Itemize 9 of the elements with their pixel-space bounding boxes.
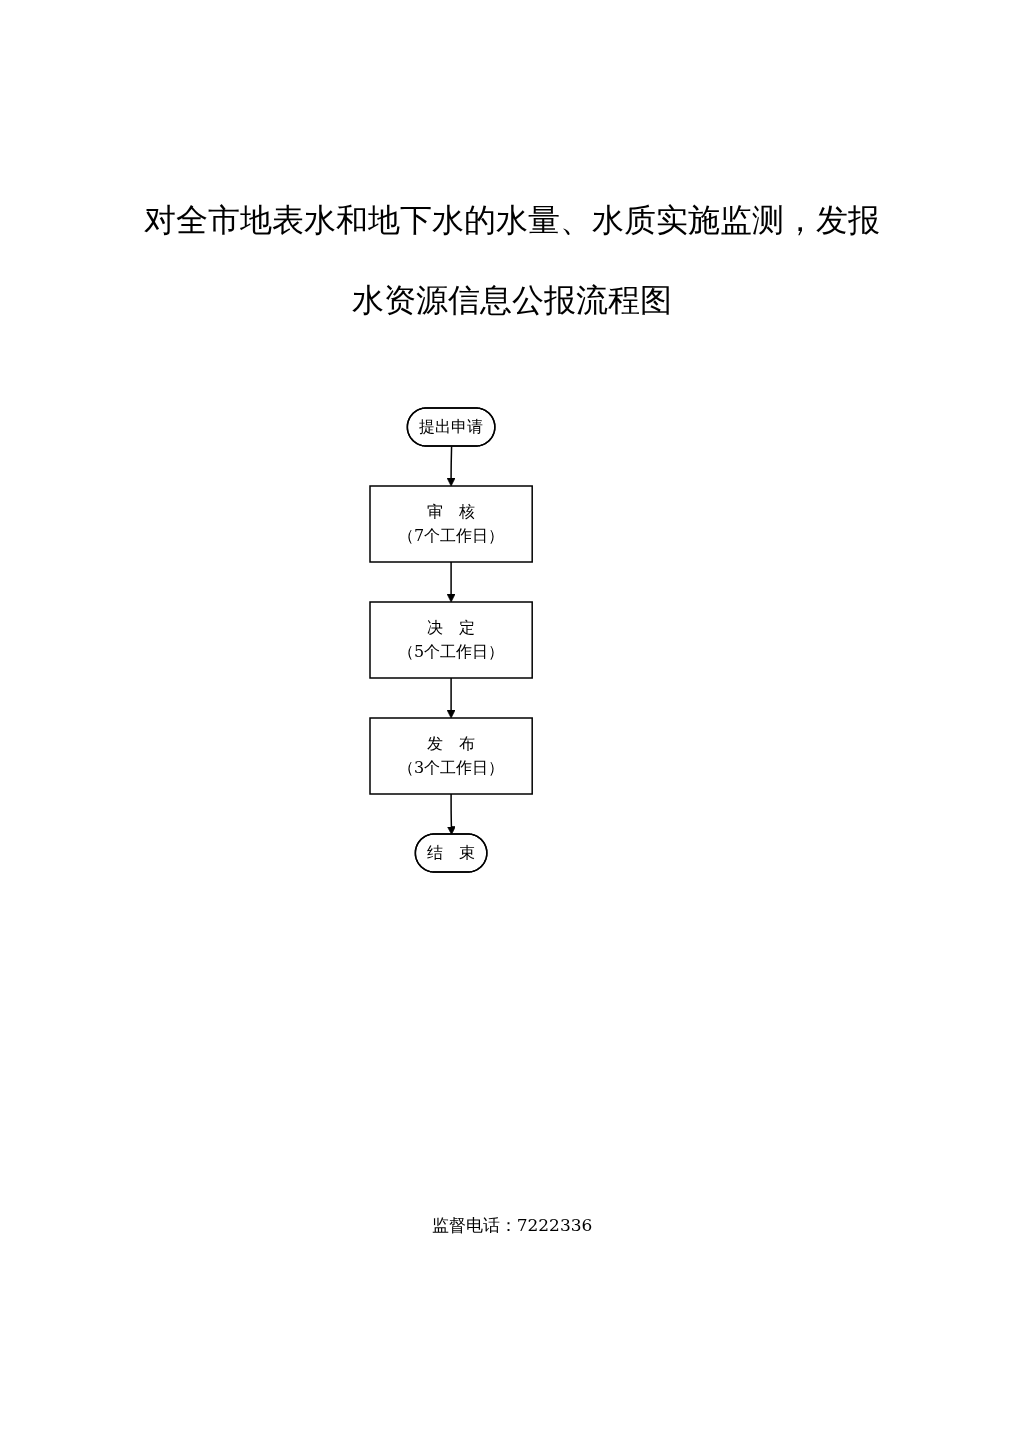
node-box: 审 核 （7个工作日） [369,485,533,563]
arrow [446,561,456,603]
arrow [446,677,456,719]
node-box: 发 布 （3个工作日） [369,717,533,795]
arrow [446,445,456,487]
phone-note: 监督电话：7222336 [431,1215,593,1235]
arrow [447,793,456,835]
node-box: 决 定 （5个工作日） [369,601,533,679]
title: 对全市地表水和地下水的水量、水质实施监测，发报水资源信息公报流程图 [143,200,881,321]
